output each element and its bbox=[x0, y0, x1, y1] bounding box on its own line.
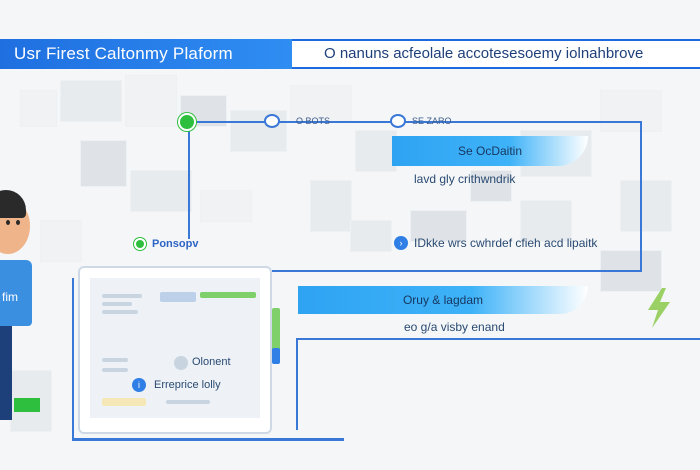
record-icon[interactable] bbox=[174, 356, 188, 370]
screen-item: Olonent bbox=[192, 356, 231, 368]
connector-line bbox=[296, 338, 298, 430]
step-text: IDkke wrs cwhrdef cfieh acd lipaitk bbox=[414, 236, 598, 250]
screen-item: Erreprice lolly bbox=[154, 379, 221, 391]
person-legs bbox=[0, 320, 12, 420]
green-indicator bbox=[14, 398, 40, 412]
header-bar: Usr Firest Caltonmy Plaform O nanuns acf… bbox=[0, 39, 700, 69]
step-node[interactable] bbox=[390, 114, 406, 128]
step-badge-icon: › bbox=[394, 236, 408, 250]
info-icon[interactable]: i bbox=[132, 378, 146, 392]
page-title: Usr Firest Caltonmy Plaform bbox=[0, 39, 292, 69]
brand-label: Ponsopv bbox=[152, 238, 199, 250]
brand-node bbox=[134, 238, 146, 250]
person-badge: fim bbox=[0, 268, 32, 326]
connector-line bbox=[72, 278, 74, 440]
lightning-icon bbox=[648, 288, 670, 328]
step-label: SE ZARO bbox=[412, 116, 452, 126]
person-hair bbox=[0, 190, 26, 218]
connector-line bbox=[296, 338, 700, 340]
connector-line bbox=[188, 121, 190, 239]
step-node[interactable] bbox=[264, 114, 280, 128]
header-tagline: O nanuns acfeolale accotesesoemy iolnahb… bbox=[292, 39, 700, 69]
connector-line bbox=[272, 270, 642, 272]
connector-line bbox=[640, 121, 642, 271]
callout-card[interactable]: Se OcDaitin bbox=[392, 136, 588, 166]
connector-line bbox=[188, 121, 640, 123]
screen-content bbox=[90, 278, 260, 418]
app-screen-preview: Olonent i Erreprice lolly bbox=[78, 266, 280, 434]
callout-card[interactable]: Oruy & lagdam bbox=[298, 286, 588, 314]
callout-subtext: lavd gly crithwndrik bbox=[414, 172, 516, 186]
start-node[interactable] bbox=[178, 113, 196, 131]
connector-line bbox=[72, 438, 344, 441]
callout-subtext: eo g/a visby enand bbox=[404, 320, 505, 334]
step-label: O BOTS bbox=[296, 116, 331, 126]
